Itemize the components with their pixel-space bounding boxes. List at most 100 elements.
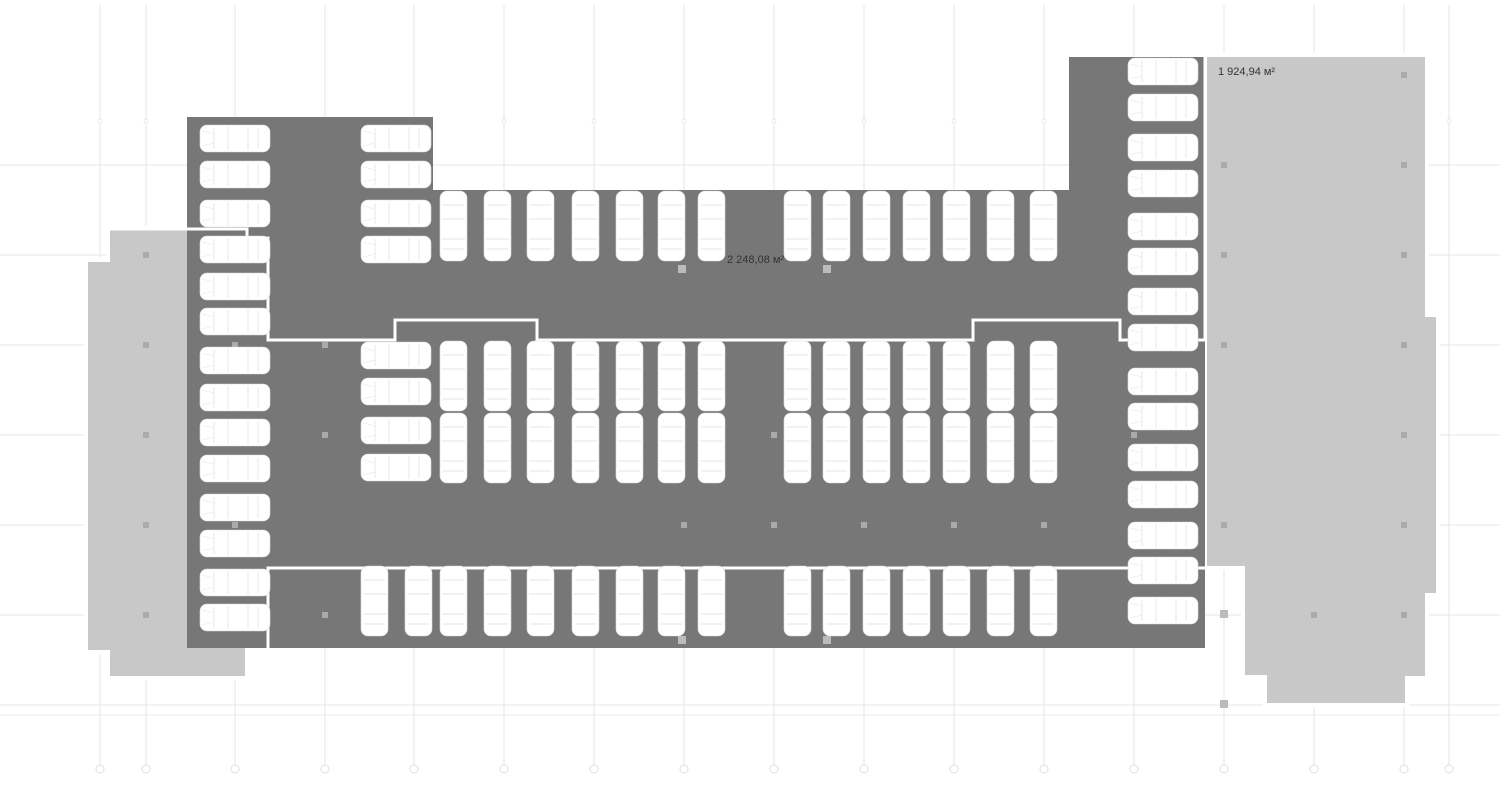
adjacent-zone-right <box>1203 53 1440 707</box>
parked-car <box>571 340 600 412</box>
grid-axis-marker <box>1444 764 1454 774</box>
grid-axis-marker <box>771 118 777 124</box>
grid-axis-marker <box>679 764 689 774</box>
parked-car <box>1029 190 1058 262</box>
column <box>322 612 328 618</box>
column <box>1401 612 1407 618</box>
parked-car <box>783 565 812 637</box>
column <box>322 342 328 348</box>
parked-car <box>697 190 726 262</box>
parked-car <box>902 340 931 412</box>
parked-car <box>571 190 600 262</box>
parked-car <box>199 307 271 336</box>
parked-car <box>783 340 812 412</box>
column <box>143 612 149 618</box>
parked-car <box>822 565 851 637</box>
parked-car <box>862 565 891 637</box>
parked-car <box>942 412 971 484</box>
column <box>1401 72 1407 78</box>
parked-car <box>526 340 555 412</box>
parked-car <box>615 190 644 262</box>
column <box>678 636 686 644</box>
parked-car <box>1029 565 1058 637</box>
parked-car <box>526 565 555 637</box>
column <box>1220 610 1228 618</box>
parked-car <box>199 568 271 597</box>
parked-car <box>199 272 271 301</box>
parked-car <box>1127 402 1199 431</box>
column <box>771 432 777 438</box>
parked-car <box>571 412 600 484</box>
parked-car <box>360 565 389 637</box>
column <box>823 636 831 644</box>
grid-axis-marker <box>95 764 105 774</box>
column <box>1401 162 1407 168</box>
column <box>823 265 831 273</box>
parked-car <box>783 190 812 262</box>
parked-car <box>657 412 686 484</box>
adjacent-area-label: 1 924,94 м² <box>1218 66 1275 78</box>
column <box>232 342 238 348</box>
parked-car <box>439 190 468 262</box>
column <box>322 432 328 438</box>
parked-car <box>902 412 931 484</box>
parked-car <box>1127 133 1199 162</box>
parked-car <box>1127 521 1199 550</box>
parked-car <box>657 565 686 637</box>
parked-car <box>571 565 600 637</box>
column <box>681 522 687 528</box>
parked-car <box>199 418 271 447</box>
parked-car <box>986 412 1015 484</box>
parked-car <box>439 340 468 412</box>
parked-car <box>360 341 432 370</box>
grid-axis-marker <box>97 118 103 124</box>
grid-axis-marker <box>1041 118 1047 124</box>
parked-car <box>615 340 644 412</box>
parked-car <box>199 529 271 558</box>
parked-car <box>1127 480 1199 509</box>
parked-car <box>483 412 512 484</box>
parked-car <box>942 565 971 637</box>
parked-car <box>615 565 644 637</box>
parked-car <box>902 190 931 262</box>
grid-axis-marker <box>859 764 869 774</box>
parked-car <box>697 340 726 412</box>
grid-axis-marker <box>1446 118 1452 124</box>
parked-car <box>697 412 726 484</box>
column <box>1220 700 1228 708</box>
parked-car <box>986 565 1015 637</box>
parked-car <box>1127 323 1199 352</box>
grid-axis-marker <box>320 764 330 774</box>
parked-car <box>822 190 851 262</box>
parked-car <box>657 190 686 262</box>
parked-car <box>1029 340 1058 412</box>
parked-car <box>360 199 432 228</box>
column <box>1221 252 1227 258</box>
grid-axis-marker <box>1309 764 1319 774</box>
parked-car <box>360 124 432 153</box>
parked-car <box>199 160 271 189</box>
grid-axis-marker <box>681 118 687 124</box>
column <box>1131 432 1137 438</box>
column <box>1311 612 1317 618</box>
parked-car <box>1029 412 1058 484</box>
parked-car <box>439 412 468 484</box>
parked-car <box>1127 287 1199 316</box>
parked-car <box>360 453 432 482</box>
parked-car <box>1127 169 1199 198</box>
column <box>1221 522 1227 528</box>
parked-car <box>199 235 271 264</box>
parked-car <box>526 190 555 262</box>
grid-axis-marker <box>1399 764 1409 774</box>
parked-car <box>404 565 433 637</box>
grid-axis-marker <box>589 764 599 774</box>
grid-axis-marker <box>501 118 507 124</box>
column <box>232 522 238 528</box>
parked-car <box>1127 556 1199 585</box>
column <box>1041 522 1047 528</box>
parked-car <box>439 565 468 637</box>
column <box>861 522 867 528</box>
grid-axis-marker <box>951 118 957 124</box>
column <box>1221 162 1227 168</box>
column <box>143 342 149 348</box>
